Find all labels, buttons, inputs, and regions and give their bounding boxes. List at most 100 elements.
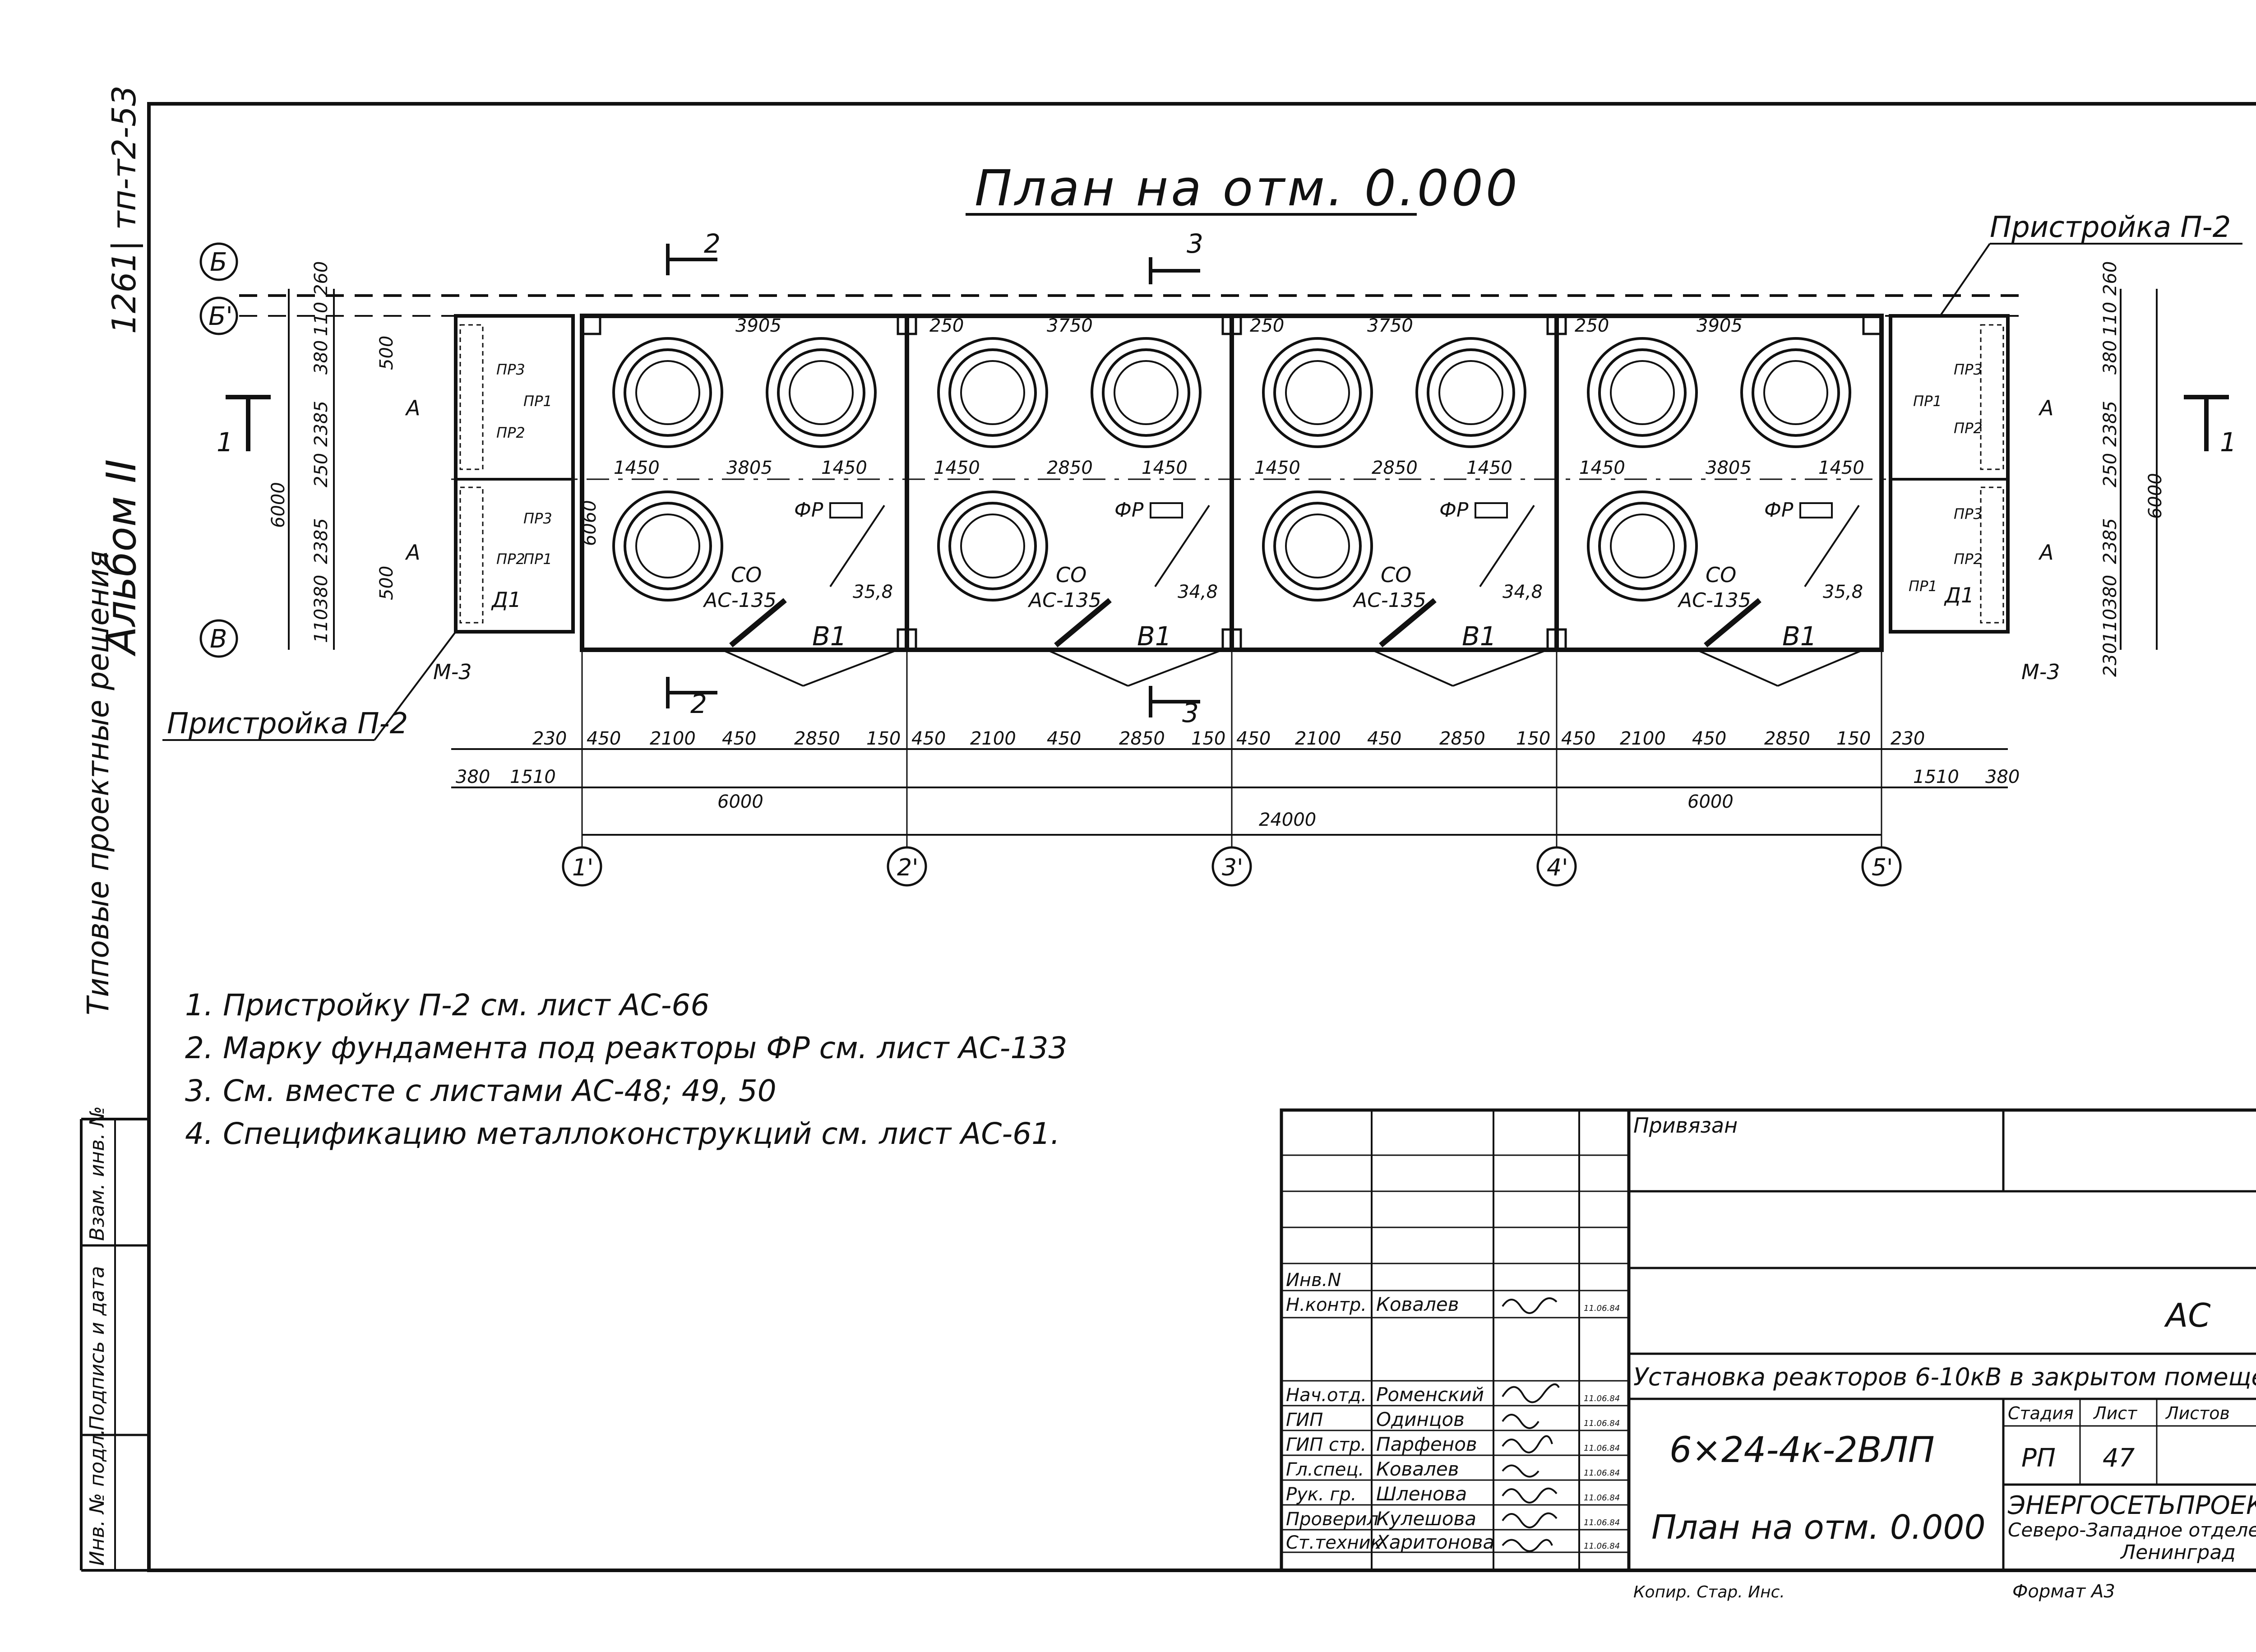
svg-text:3905: 3905 [735,315,781,336]
tb-org-branch: Северо-Западное отделение [2008,1519,2256,1541]
svg-text:Ст.техник: Ст.техник [1286,1532,1382,1553]
svg-text:150: 150 [866,728,901,749]
svg-text:3805: 3805 [726,458,772,478]
svg-text:2385: 2385 [311,401,332,447]
notes: 1. Пристройку П-2 см. лист АС-66 2. Марк… [185,988,1067,1151]
svg-text:11.06.84: 11.06.84 [1584,1444,1620,1453]
svg-text:СО: СО [1706,563,1736,587]
svg-text:А: А [405,396,420,420]
svg-text:М-3: М-3 [2021,660,2060,684]
svg-text:260: 260 [311,261,332,296]
svg-text:Парфенов: Парфенов [1376,1433,1477,1455]
stamp-label-vzam: Взам. инв. № [86,1106,109,1241]
svg-text:СО: СО [731,563,762,587]
svg-text:2850: 2850 [1439,728,1485,749]
svg-text:ПР2: ПР2 [496,551,525,568]
svg-text:ПР1: ПР1 [1913,393,1942,410]
door-lines [721,504,1864,687]
tb-privyazan: Привязан [1633,1113,1738,1138]
annex-right [1889,314,2010,634]
svg-text:ПР3: ПР3 [1954,505,1983,523]
annex-label-left: Пристройка П-2 [167,707,408,740]
tb-sheet-title: План на отм. 0.000 [1651,1508,1986,1547]
svg-text:Б': Б' [208,302,233,331]
svg-text:380: 380 [1985,767,2020,787]
reactor-group [612,337,1851,602]
svg-text:35,8: 35,8 [1823,582,1863,602]
note-2: 2. Марку фундамента под реакторы ФР см. … [185,1031,1067,1065]
svg-text:СО: СО [1381,563,1411,587]
svg-text:В1: В1 [1782,621,1817,652]
svg-text:450: 450 [722,728,756,749]
svg-text:2': 2' [897,854,918,881]
svg-text:6000: 6000 [1687,791,1734,812]
svg-text:1: 1 [2220,427,2237,458]
svg-text:6000: 6000 [268,482,289,528]
svg-text:380: 380 [2100,575,2121,609]
reactor [766,337,877,448]
svg-text:АС-135: АС-135 [1027,589,1101,612]
vent-labels: В1 В1 В1 В1 35,8 34,8 34,8 35,8 [812,582,1863,652]
svg-text:450: 450 [1236,728,1271,749]
tb-org: ЭНЕРГОСЕТЬПРОЕКТ [2007,1491,2256,1520]
svg-text:3750: 3750 [1047,315,1093,336]
reactor [1262,491,1373,602]
side-label: Типовые проектные решения [81,551,116,1015]
svg-text:11.06.84: 11.06.84 [1584,1493,1620,1503]
album-label: Альбом II [98,459,145,657]
svg-text:110: 110 [2100,302,2121,336]
svg-text:6000: 6000 [2145,473,2166,519]
tb-code: АС [2164,1296,2211,1334]
svg-text:2850: 2850 [1372,458,1418,478]
tb-stadiya: РП [2021,1444,2056,1473]
tb-designation: 6×24-4к-2ВЛП [1669,1430,1935,1471]
svg-text:2100: 2100 [970,728,1016,749]
svg-text:Н.контр.: Н.контр. [1286,1295,1367,1315]
svg-text:АС-135: АС-135 [703,589,777,612]
svg-text:Стадия: Стадия [2008,1403,2074,1423]
svg-text:110: 110 [311,609,332,643]
svg-text:В: В [210,625,227,654]
svg-text:110: 110 [311,302,332,336]
svg-text:380: 380 [2100,340,2121,375]
svg-text:Харитонова: Харитонова [1375,1531,1494,1553]
annex-marks: ПР3 ПР1 ПР2 ПР3 ПР2 ПР1 Д1 М-3 А А ПР3 П… [405,361,2060,684]
axis-bubble-b: Б [199,242,238,281]
svg-text:450: 450 [1047,728,1081,749]
svg-text:ФР: ФР [1439,499,1469,522]
reactor [1091,337,1202,448]
svg-text:11.06.84: 11.06.84 [1584,1468,1620,1478]
svg-text:М-3: М-3 [433,660,472,684]
svg-text:ФР: ФР [1114,499,1144,522]
svg-text:Рук. гр.: Рук. гр. [1286,1484,1357,1505]
svg-text:2: 2 [704,228,721,259]
svg-text:А: А [2038,396,2053,420]
svg-text:АС-135: АС-135 [1677,589,1751,612]
svg-text:450: 450 [1367,728,1401,749]
svg-text:ПР3: ПР3 [496,361,525,378]
svg-text:450: 450 [587,728,621,749]
svg-text:2850: 2850 [1047,458,1093,478]
svg-text:1450: 1450 [1818,458,1864,478]
section-marks: 2 3 2 3 1 1 [217,228,2237,728]
svg-text:260: 260 [2100,261,2121,296]
svg-text:2385: 2385 [311,518,332,564]
note-4: 4. Спецификацию металлоконструкций см. л… [185,1116,1060,1151]
svg-text:2385: 2385 [2100,401,2121,447]
svg-text:2100: 2100 [1620,728,1666,749]
svg-text:Кулешова: Кулешова [1376,1508,1476,1530]
drawing-title: План на отм. 0.000 [975,159,1520,217]
overall-dimension: 24000 [1259,810,1316,830]
axis-bubble-b-prime: Б' [199,296,238,335]
svg-text:230: 230 [532,728,567,749]
svg-text:6060: 6060 [579,500,600,546]
svg-text:1450: 1450 [614,458,660,478]
svg-text:Д1: Д1 [491,588,521,612]
svg-text:34,8: 34,8 [1502,582,1543,602]
svg-text:1510: 1510 [1913,767,1959,787]
svg-text:250: 250 [929,315,964,336]
svg-text:380: 380 [311,340,332,375]
copy-label: Копир. Стар. Инс. [1633,1583,1785,1601]
svg-text:1450: 1450 [1466,458,1512,478]
annex-left [454,314,575,634]
